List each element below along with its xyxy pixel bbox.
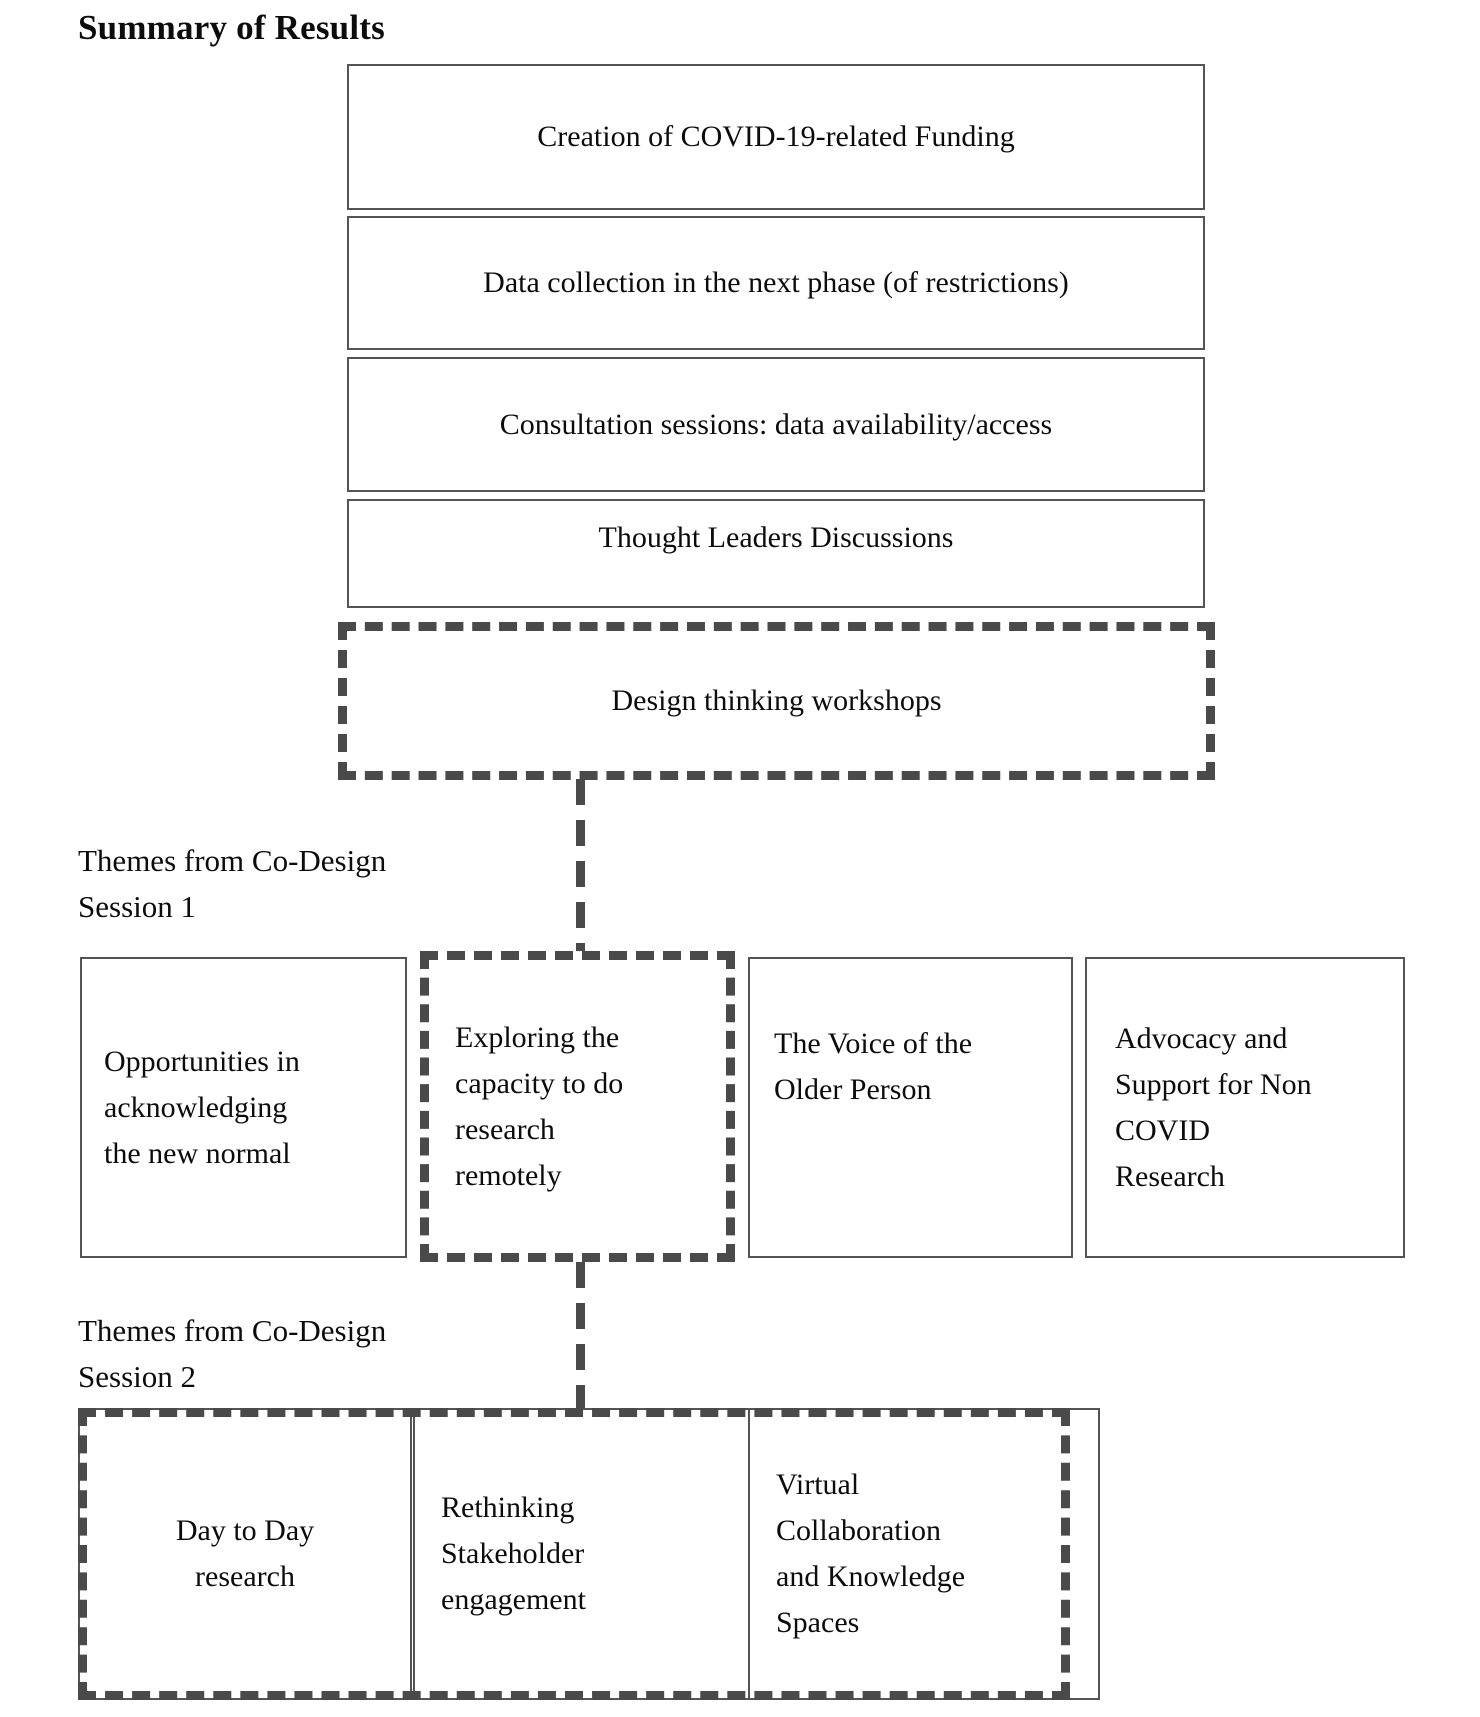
process-box-label: Thought Leaders Discussions (598, 521, 954, 554)
page-title: Summary of Results (78, 8, 385, 47)
process-box-label: Creation of COVID-19-related Funding (537, 120, 1015, 153)
theme-box-label: Day to Day research (175, 1514, 315, 1593)
theme-box-new-normal: Opportunities in acknowledging the new n… (80, 957, 407, 1258)
theme-box-label: Advocacy and Support for Non COVID Resea… (1115, 1021, 1312, 1193)
session2-theme-container: Day to Day research Rethinking Stakehold… (78, 1408, 1100, 1700)
dashed-connector-workshops-to-session1 (576, 779, 585, 955)
process-box-label: Design thinking workshops (611, 684, 942, 717)
theme-box-day-to-day: Day to Day research (78, 1408, 412, 1700)
process-box-label: Data collection in the next phase (of re… (483, 266, 1069, 299)
process-box-data-collection: Data collection in the next phase (of re… (347, 216, 1205, 350)
theme-box-label: Exploring the capacity to do research re… (455, 1020, 624, 1192)
theme-box-remote-research: Exploring the capacity to do research re… (420, 951, 735, 1262)
process-box-consultation-sessions: Consultation sessions: data availability… (347, 357, 1205, 492)
theme-box-virtual-collaboration: Virtual Collaboration and Knowledge Spac… (748, 1408, 1100, 1700)
theme-box-stakeholder-engagement: Rethinking Stakeholder engagement (413, 1408, 773, 1700)
session1-heading: Themes from Co-Design Session 1 (78, 843, 387, 924)
dashed-connector-session1-to-session2 (576, 1262, 585, 1408)
process-box-covid-funding: Creation of COVID-19-related Funding (347, 64, 1205, 210)
theme-box-label: Virtual Collaboration and Knowledge Spac… (776, 1468, 966, 1639)
session2-heading: Themes from Co-Design Session 2 (78, 1313, 387, 1394)
theme-box-non-covid-advocacy: Advocacy and Support for Non COVID Resea… (1085, 957, 1405, 1258)
process-box-thought-leaders: Thought Leaders Discussions (347, 499, 1205, 608)
theme-box-older-person-voice: The Voice of the Older Person (748, 957, 1073, 1258)
process-box-design-thinking: Design thinking workshops (338, 622, 1215, 780)
theme-box-label: The Voice of the Older Person (774, 1027, 973, 1106)
theme-box-label: Rethinking Stakeholder engagement (441, 1491, 586, 1616)
theme-box-label: Opportunities in acknowledging the new n… (104, 1044, 300, 1170)
process-box-label: Consultation sessions: data availability… (499, 407, 1053, 441)
